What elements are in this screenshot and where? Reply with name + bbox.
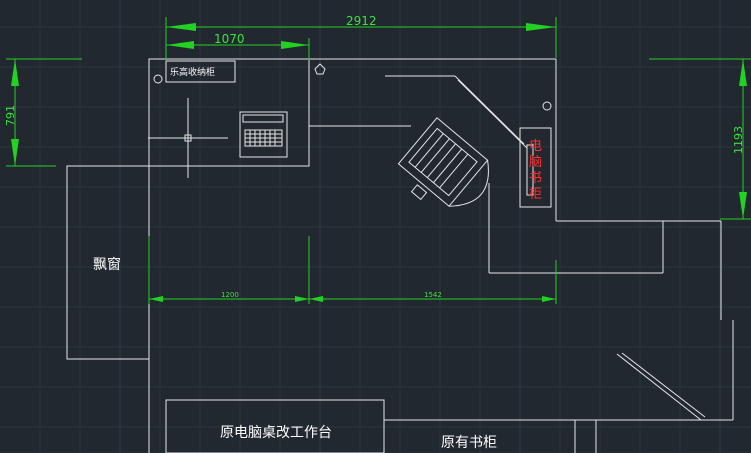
dimension-overall-width: 2912 [165,14,557,58]
computer-desk-label: 原电脑桌改工作台 [220,425,332,441]
crosshair-box-icon [184,134,192,142]
bay-window-label: 飘窗 [93,256,121,273]
dim-overall-width-text: 2912 [346,14,377,28]
bookcase-label: 原有书柜 [441,435,497,451]
bookcase: 原有书柜 [441,435,497,451]
storage-cabinet-label: 乐高收纳柜 [170,66,215,78]
vertical-label-char-4: 柜 [529,187,542,202]
computer-bookcase: 电 脑 书 柜 [519,101,552,208]
dim-upper-left-text: 1070 [214,32,245,46]
pentagon-marker-icon [314,63,326,75]
dim-lower-left-text: 1200 [221,291,239,299]
dim-left-height-text: 791 [4,105,17,126]
storage-cabinet-label-box [165,60,236,83]
dimension-right-height: 1193 [649,58,751,220]
dimension-lower: 1200 1542 [148,236,557,304]
vertical-label-char-1: 电 [529,139,542,154]
dim-right-height-text: 1193 [732,126,745,154]
storage-cabinet: 乐高收纳柜 [148,58,326,178]
rotated-desk-chair-icon [397,117,489,207]
work-station: 原电脑桌改工作台 [165,399,385,453]
vertical-label-char-2: 脑 [529,155,542,170]
dimension-upper-left: 1070 [165,32,310,60]
dimension-left-height: 791 [4,58,82,167]
computer-monitor-icon [239,111,288,158]
room-outline [66,58,734,453]
dim-lower-right-text: 1542 [424,291,442,299]
vertical-label-char-3: 书 [529,171,542,186]
